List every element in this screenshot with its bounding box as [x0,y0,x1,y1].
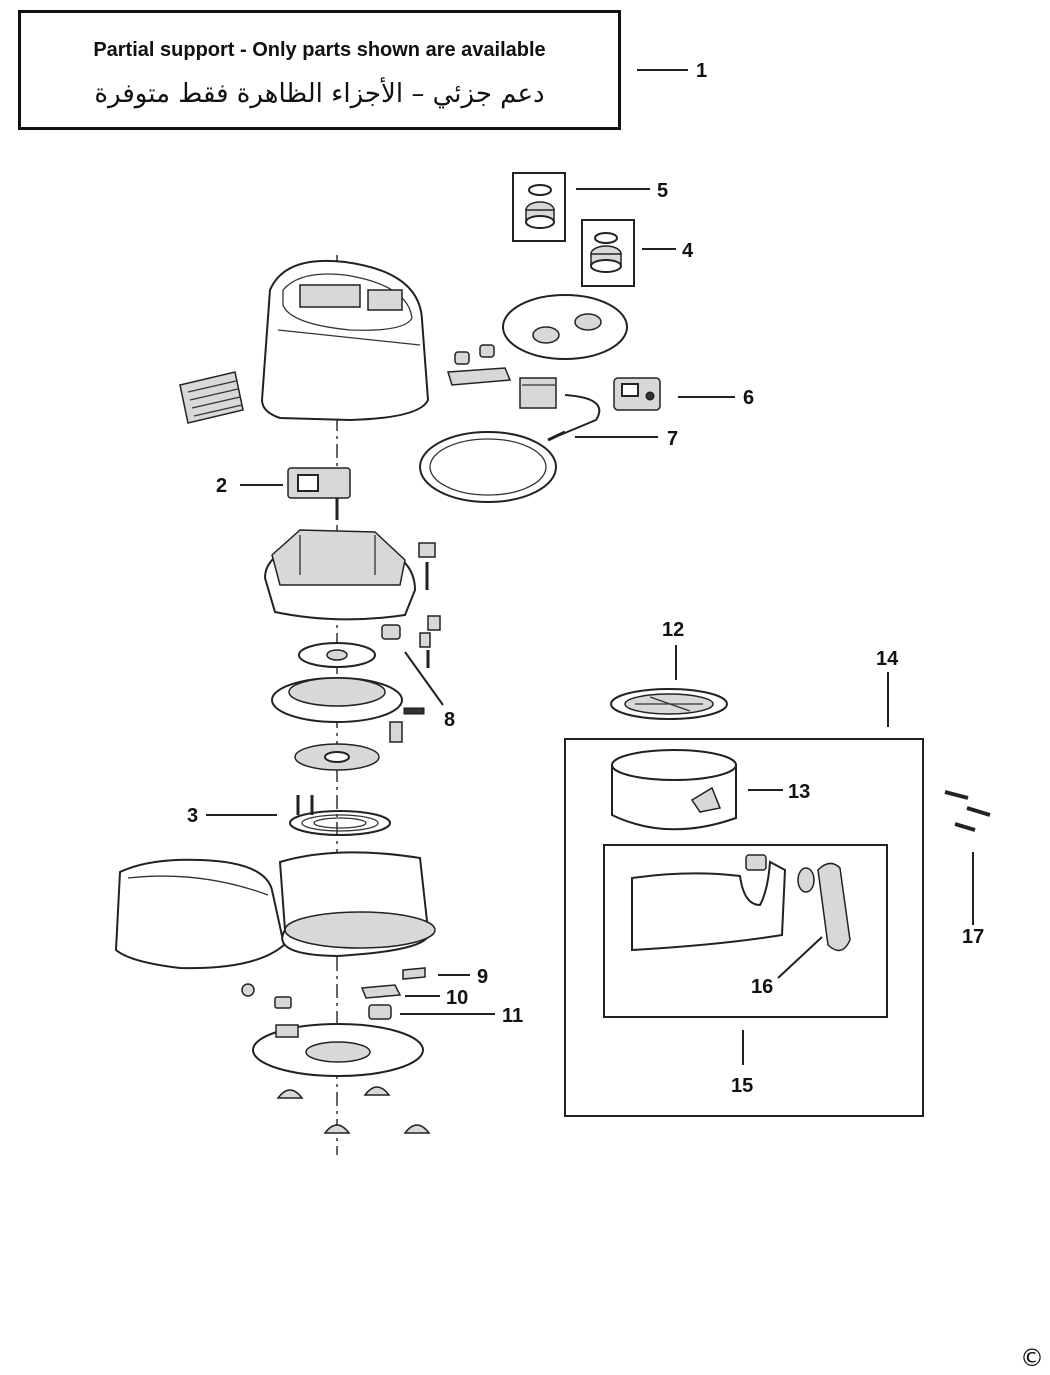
knob-cap-part-4[interactable] [590,232,622,273]
leader-line-16 [777,936,823,979]
crisper-plate-part-12[interactable] [610,688,728,720]
callout-4: 4 [682,240,694,262]
base-plate-part[interactable] [252,1023,424,1077]
basket-assembly-frame-14 [564,738,924,1117]
control-panel-plate-part[interactable] [502,294,628,360]
copyright-symbol: © [1020,1344,1044,1372]
callout-13: 13 [788,781,810,803]
impeller-fan-part[interactable] [298,642,376,668]
part-4-frame [581,219,635,287]
callout-8: 8 [444,709,455,731]
part-5-frame [512,172,566,242]
motor-part-2[interactable] [287,467,351,520]
partial-support-notice-box: Partial support - Only parts shown are a… [18,10,621,130]
temperature-probe-part-7[interactable] [547,394,601,442]
spring-clip-part-10[interactable] [360,984,402,999]
drawer-front-part[interactable] [631,854,787,952]
bushing-parts[interactable] [241,983,292,1009]
callout-16: 16 [751,976,773,998]
switch-part-11[interactable] [368,1004,392,1020]
callout-3: 3 [187,805,198,827]
push-buttons-part[interactable] [447,344,512,386]
outer-shell-part[interactable] [114,858,286,970]
leader-line-8 [404,651,444,706]
clip-and-screw-parts[interactable] [381,542,441,668]
motor-bracket-housing-part[interactable] [263,529,417,621]
top-housing-part[interactable] [260,259,430,422]
heating-element-part-3[interactable] [289,795,391,836]
notice-arabic-text: دعم جزئي – الأجزاء الظاهرة فقط متوفرة [94,79,545,109]
gasket-ring-part[interactable] [419,431,557,503]
notice-english-text: Partial support - Only parts shown are a… [93,39,546,61]
heater-shield-plate-part[interactable] [271,677,425,743]
drawer-assembly-frame-15 [603,844,888,1018]
switch-block-part[interactable] [519,377,557,409]
side-grille-part[interactable] [179,371,244,424]
callout-10: 10 [446,987,468,1009]
rubber-feet-parts[interactable] [276,1086,431,1134]
screws-part-17[interactable] [944,790,991,832]
thermostat-part-6[interactable] [613,377,661,411]
callout-7: 7 [667,428,678,450]
callout-11: 11 [502,1005,523,1027]
callout-15: 15 [731,1075,753,1097]
callout-1: 1 [696,60,707,82]
callout-5: 5 [657,180,668,202]
callout-14: 14 [876,648,899,670]
latch-part-9[interactable] [402,967,426,980]
callout-12: 12 [662,619,684,641]
inner-cavity-body-part[interactable] [278,851,436,958]
basket-part-13[interactable] [611,749,737,831]
callout-17: 17 [962,926,984,948]
knob-cap-part-5[interactable] [525,184,555,229]
callout-2: 2 [216,475,227,497]
lower-fan-part[interactable] [294,743,380,771]
callout-9: 9 [477,966,488,988]
callout-6: 6 [743,387,754,409]
handle-part-16[interactable] [797,862,851,952]
